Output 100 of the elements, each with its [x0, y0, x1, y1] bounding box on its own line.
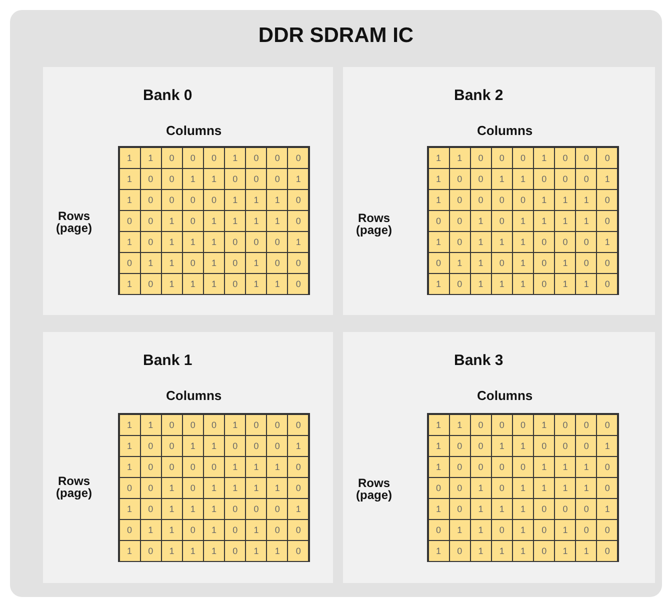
bit-cell: 0	[596, 272, 618, 294]
bit-cell: 0	[470, 188, 492, 210]
bit-cell: 1	[266, 456, 288, 478]
bit-cell: 1	[428, 230, 450, 252]
bit-cell: 1	[245, 188, 268, 210]
bit-cell: 1	[118, 188, 141, 210]
bit-cell: 0	[490, 456, 513, 478]
bit-cell: 1	[575, 210, 598, 232]
bit-cell: 1	[224, 476, 246, 498]
bit-cell: 1	[533, 476, 556, 498]
bit-cell: 0	[224, 272, 246, 294]
bit-cell: 0	[575, 168, 598, 190]
bit-cell: 0	[140, 230, 162, 252]
bit-cell: 0	[596, 210, 618, 232]
bit-cell: 1	[118, 168, 141, 190]
column-label: Columns	[477, 123, 533, 138]
bit-cell: 0	[182, 188, 204, 210]
bit-cell: 0	[575, 230, 598, 252]
bit-cell: 0	[554, 168, 576, 190]
bit-cell: 0	[596, 456, 618, 478]
bit-cell: 0	[140, 168, 162, 190]
bit-cell: 0	[224, 498, 246, 520]
bit-cell: 0	[266, 168, 288, 190]
bit-cell: 0	[554, 434, 576, 456]
bit-cell: 0	[160, 434, 183, 456]
bit-cell: 0	[448, 540, 471, 562]
bit-cell: 0	[182, 252, 204, 274]
bit-cell: 0	[490, 518, 513, 540]
bit-cell: 1	[245, 476, 268, 498]
bit-cell: 0	[245, 434, 268, 456]
bit-cell: 1	[448, 146, 471, 168]
bit-cell: 1	[575, 456, 598, 478]
bit-cell: 0	[224, 518, 246, 540]
bit-cell: 1	[224, 456, 246, 478]
bit-grid	[118, 413, 310, 562]
bit-cell: 0	[512, 414, 534, 436]
bit-cell: 0	[448, 456, 471, 478]
bit-cell: 0	[554, 230, 576, 252]
bit-cell: 1	[448, 252, 471, 274]
bit-cell: 0	[596, 414, 618, 436]
bit-cell: 1	[266, 188, 288, 210]
bit-cell: 1	[554, 188, 576, 210]
bank-panel	[43, 67, 333, 315]
chip-panel	[10, 10, 662, 597]
bit-cell: 1	[182, 540, 204, 562]
bit-cell: 0	[428, 252, 450, 274]
bit-cell: 1	[118, 230, 141, 252]
bit-cell: 1	[140, 252, 162, 274]
bank-panel	[343, 332, 655, 583]
bit-cell: 1	[182, 272, 204, 294]
bit-cell: 0	[160, 168, 183, 190]
bit-cell: 1	[160, 230, 183, 252]
bit-cell: 0	[575, 252, 598, 274]
bit-cell: 0	[160, 456, 183, 478]
bit-cell: 0	[140, 456, 162, 478]
bit-cell: 0	[140, 476, 162, 498]
bit-cell: 1	[287, 498, 310, 520]
bit-cell: 1	[470, 272, 492, 294]
bit-cell: 1	[118, 434, 141, 456]
bit-cell: 1	[245, 518, 268, 540]
bit-cell: 1	[448, 518, 471, 540]
bit-cell: 1	[428, 456, 450, 478]
bit-cell: 1	[575, 540, 598, 562]
row-label: Rows (page)	[355, 212, 393, 236]
bit-cell: 1	[554, 518, 576, 540]
bit-cell: 0	[266, 230, 288, 252]
bit-cell: 1	[448, 414, 471, 436]
bit-cell: 1	[533, 456, 556, 478]
bit-cell: 0	[266, 414, 288, 436]
bit-cell: 0	[490, 210, 513, 232]
bit-cell: 0	[448, 476, 471, 498]
bit-cell: 0	[287, 518, 310, 540]
bit-cell: 0	[533, 498, 556, 520]
bit-cell: 1	[118, 272, 141, 294]
bit-cell: 1	[118, 456, 141, 478]
bit-cell: 1	[428, 498, 450, 520]
bank-title: Bank 1	[143, 352, 192, 369]
bit-cell: 1	[470, 518, 492, 540]
bit-cell: 0	[490, 252, 513, 274]
bit-cell: 0	[533, 230, 556, 252]
bit-cell: 0	[448, 168, 471, 190]
bit-cell: 0	[118, 210, 141, 232]
bit-cell: 1	[140, 414, 162, 436]
bit-cell: 0	[575, 414, 598, 436]
bit-cell: 1	[428, 434, 450, 456]
bit-grid	[118, 146, 310, 295]
bit-cell: 1	[596, 230, 618, 252]
bit-cell: 1	[160, 540, 183, 562]
bit-cell: 0	[448, 272, 471, 294]
bit-cell: 0	[575, 434, 598, 456]
bit-cell: 1	[118, 498, 141, 520]
row-label: Rows (page)	[355, 477, 393, 501]
bit-cell: 0	[533, 518, 556, 540]
bit-cell: 0	[287, 456, 310, 478]
bit-cell: 1	[554, 272, 576, 294]
bit-cell: 0	[118, 476, 141, 498]
bit-cell: 0	[266, 146, 288, 168]
bit-cell: 0	[182, 146, 204, 168]
bit-cell: 0	[140, 434, 162, 456]
bit-cell: 0	[266, 498, 288, 520]
